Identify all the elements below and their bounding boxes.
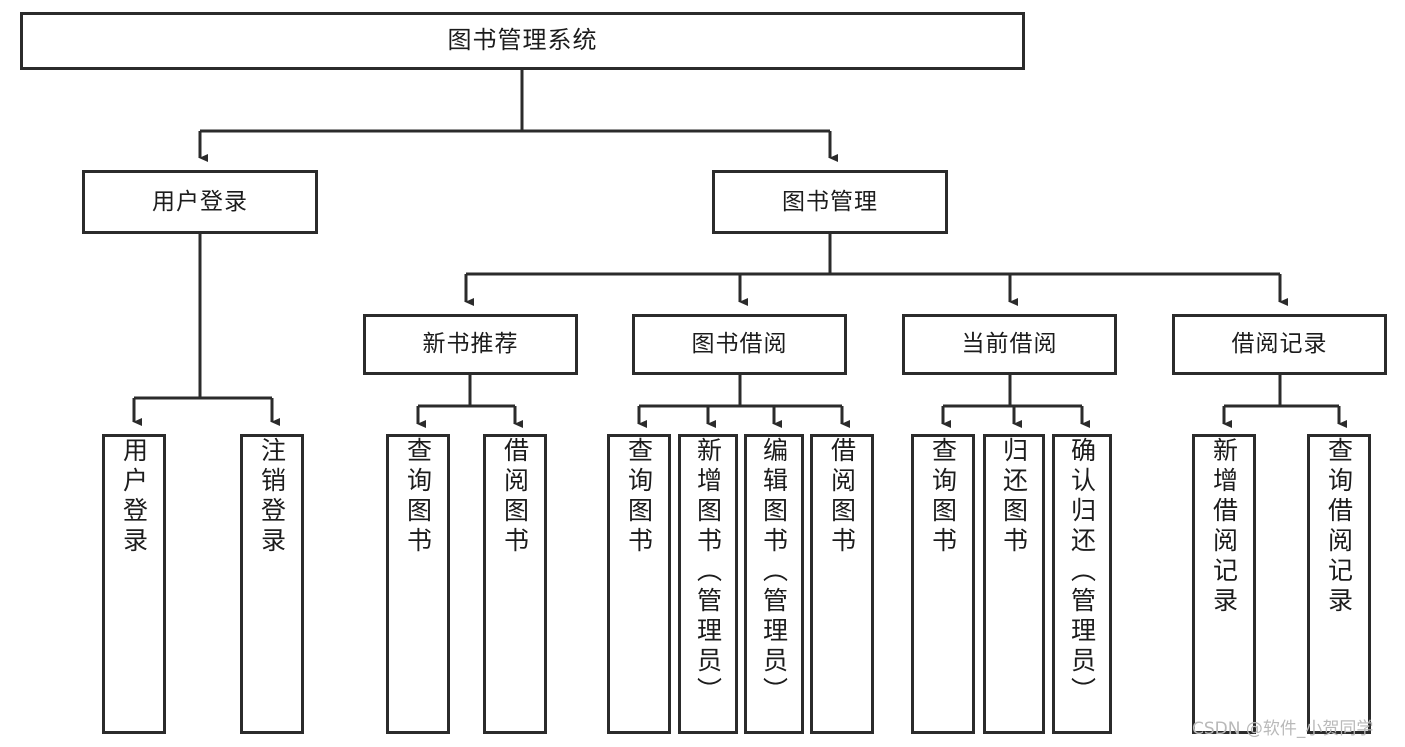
node-label: 图书借阅 [691,331,788,358]
node-leaf-borrow-book-1[interactable]: 借阅图书 [483,434,547,734]
node-label: 新增借阅记录 [1209,437,1239,617]
node-leaf-add-book[interactable]: 新增图书（管理员） [678,434,738,734]
node-borrow-record[interactable]: 借阅记录 [1172,314,1387,375]
node-book-borrow[interactable]: 图书借阅 [632,314,847,375]
node-label: 确认归还（管理员） [1067,437,1097,707]
watermark-text: CSDN @软件_小贺同学 [1192,719,1374,739]
node-book-manage[interactable]: 图书管理 [712,170,948,234]
node-leaf-query-book-1[interactable]: 查询图书 [386,434,450,734]
node-label: 查询借阅记录 [1324,437,1354,617]
node-label: 当前借阅 [961,331,1058,358]
node-leaf-query-book-2[interactable]: 查询图书 [607,434,671,734]
node-label: 查询图书 [928,437,958,557]
node-label: 借阅图书 [827,437,857,557]
node-label: 查询图书 [403,437,433,557]
node-leaf-query-record[interactable]: 查询借阅记录 [1307,434,1371,734]
node-leaf-edit-book[interactable]: 编辑图书（管理员） [744,434,804,734]
node-label: 图书管理 [782,188,878,215]
node-root[interactable]: 图书管理系统 [20,12,1025,70]
node-current-borrow[interactable]: 当前借阅 [902,314,1117,375]
node-label: 图书管理系统 [447,26,598,55]
node-new-book-rec[interactable]: 新书推荐 [363,314,578,375]
node-label: 借阅图书 [500,437,530,557]
node-label: 编辑图书（管理员） [759,437,789,707]
node-label: 用户登录 [152,188,248,215]
node-label: 新增图书（管理员） [693,437,723,707]
node-leaf-return-book[interactable]: 归还图书 [983,434,1045,734]
node-leaf-add-record[interactable]: 新增借阅记录 [1192,434,1256,734]
node-label: 新书推荐 [422,331,519,358]
node-leaf-user-login[interactable]: 用户登录 [102,434,166,734]
node-leaf-query-book-3[interactable]: 查询图书 [911,434,975,734]
node-label: 注销登录 [257,437,287,557]
node-label: 查询图书 [624,437,654,557]
node-leaf-confirm-return[interactable]: 确认归还（管理员） [1052,434,1112,734]
node-label: 用户登录 [119,437,149,557]
node-label: 借阅记录 [1231,331,1328,358]
node-user-login[interactable]: 用户登录 [82,170,318,234]
node-leaf-logout[interactable]: 注销登录 [240,434,304,734]
node-leaf-borrow-book-2[interactable]: 借阅图书 [810,434,874,734]
node-label: 归还图书 [999,437,1029,557]
